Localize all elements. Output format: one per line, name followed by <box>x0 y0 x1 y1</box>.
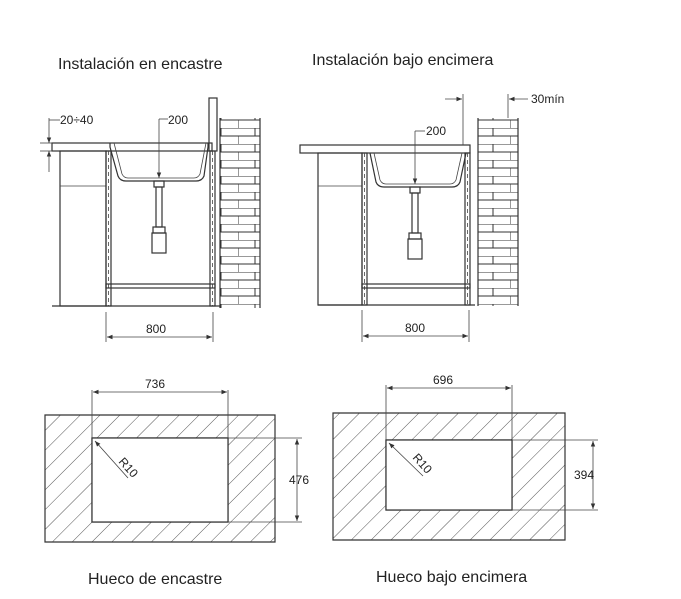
dim-depth-right: 200 <box>426 124 446 138</box>
drain-pipe-right <box>411 192 419 234</box>
cutout-right <box>385 439 513 511</box>
title-installation-encastre: Instalación en encastre <box>58 56 223 73</box>
dim-thickness: 20÷40 <box>60 113 94 127</box>
countertop-right <box>299 144 471 154</box>
diagram-encastre: 20÷40 200 800 <box>40 97 261 342</box>
diagram-hueco-bajo-encimera: 696 394 R10 <box>332 373 598 541</box>
countertop-hatched-right <box>332 412 566 541</box>
dim-cabinet-right: 800 <box>405 321 425 335</box>
dim-cutout-right-width: 696 <box>433 373 453 387</box>
dim-cutout-right-height: 394 <box>574 468 594 482</box>
title-installation-bajo-encimera: Instalación bajo encimera <box>312 52 494 69</box>
drain-pipe-left <box>155 186 163 228</box>
cabinet-side-left <box>59 150 107 307</box>
diagram-hueco-encastre: 736 476 R10 <box>44 377 309 543</box>
dim-cutout-left-height: 476 <box>289 473 309 487</box>
countertop-left <box>51 142 213 152</box>
cabinet-side-right <box>317 152 363 306</box>
dim-cabinet-left: 800 <box>146 322 166 336</box>
cutout-left <box>91 437 229 523</box>
brick-wall-left <box>220 118 260 308</box>
title-hueco-bajo-encimera: Hueco bajo encimera <box>376 569 527 586</box>
title-hueco-encastre: Hueco de encastre <box>88 571 222 588</box>
dim-min-gap: 30mín <box>531 92 564 106</box>
countertop-hatched-left <box>44 414 276 543</box>
sink-bowl-right <box>369 152 467 188</box>
dim-depth-left: 200 <box>168 113 188 127</box>
diagram-bajo-encimera: 30mín 200 800 <box>299 92 564 342</box>
brick-wall-right <box>478 118 518 306</box>
dim-cutout-left-width: 736 <box>145 377 165 391</box>
